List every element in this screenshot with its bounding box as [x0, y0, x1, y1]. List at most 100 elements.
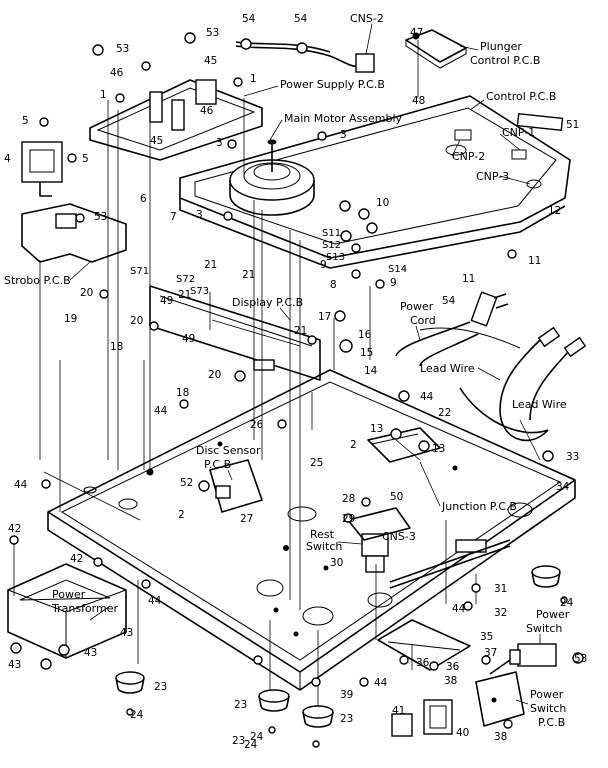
callout-44: 44: [154, 405, 168, 417]
power-supply-pcb: [89, 79, 263, 161]
callout-12: 12: [548, 205, 561, 217]
callout-18: 18: [110, 341, 123, 353]
disc-sensor-pcb: [209, 459, 263, 513]
callout-15: 15: [360, 347, 373, 359]
callout-36: 36: [446, 661, 460, 673]
label-power-switch-pcb-line3: P.C.B: [538, 716, 565, 729]
label-display-pcb: Display P.C.B: [232, 296, 303, 309]
callout-5: 5: [22, 115, 29, 127]
callout-44: 44: [148, 595, 162, 607]
callout-27: 27: [240, 513, 253, 525]
label-junction-pcb: Junction P.C.B: [441, 500, 517, 513]
main-motor-assembly: [229, 139, 315, 216]
callout-24: 24: [250, 731, 264, 743]
label-power-transformer-line2: Transformer: [51, 602, 118, 615]
callout-11: 11: [462, 273, 475, 285]
callout-2: 2: [178, 509, 185, 521]
callout-10: 10: [376, 197, 389, 209]
callout-24: 24: [560, 597, 574, 609]
callout-20: 20: [130, 315, 143, 327]
callout-54: 54: [294, 13, 308, 25]
callout-33: 33: [566, 451, 579, 463]
cns3-connector: [389, 539, 511, 589]
callout-44: 44: [452, 603, 466, 615]
junction-pcb: [367, 427, 441, 463]
callout-34: 34: [556, 481, 570, 493]
main-chassis: [47, 369, 576, 691]
label-s72: S72: [176, 274, 195, 285]
callout-1: 1: [100, 89, 107, 101]
label-s13: S13: [326, 252, 345, 263]
label-s71: S71: [130, 266, 149, 277]
callout-42: 42: [8, 523, 21, 535]
callout-53: 53: [94, 211, 107, 223]
label-power-supply-pcb: Power Supply P.C.B: [280, 78, 385, 91]
callout-44: 44: [374, 677, 388, 689]
callout-26: 26: [250, 419, 264, 431]
label-plunger-pcb-line1: Plunger: [480, 40, 522, 53]
callout-23: 23: [340, 713, 353, 725]
label-cnp1: CNP-1: [502, 126, 535, 139]
rest-switch: [347, 507, 411, 573]
label-cns3: CNS-3: [382, 530, 416, 543]
callout-9: 9: [320, 259, 327, 271]
callout-48: 48: [412, 95, 425, 107]
callout-13: 13: [370, 423, 383, 435]
label-plunger-pcb-line2: Control P.C.B: [470, 54, 540, 67]
callout-25: 25: [310, 457, 323, 469]
callout-9: 9: [390, 277, 397, 289]
callout-8: 8: [330, 279, 337, 291]
callout-53: 53: [116, 43, 129, 55]
callout-38: 38: [444, 675, 457, 687]
callout-17: 17: [318, 311, 331, 323]
part-labels: CNS-2 Plunger Control P.C.B Power Supply…: [4, 12, 570, 729]
power-cord: [395, 291, 521, 367]
label-control-pcb: Control P.C.B: [486, 90, 556, 103]
label-lead-wire-2: Lead Wire: [512, 398, 567, 411]
callout-3: 3: [196, 209, 203, 221]
callout-41: 41: [392, 705, 405, 717]
label-leaders: [69, 23, 541, 705]
callout-45: 45: [150, 135, 163, 147]
callout-43: 43: [120, 627, 133, 639]
callout-47: 47: [410, 27, 423, 39]
callout-21: 21: [204, 259, 217, 271]
label-s12: S12: [322, 240, 341, 251]
assembly-leaders: [13, 40, 541, 706]
callout-31: 31: [494, 583, 507, 595]
callout-24: 24: [244, 739, 258, 751]
label-power-cord-line2: Cord: [410, 314, 436, 327]
callout-53: 53: [206, 27, 219, 39]
callout-43: 43: [84, 647, 97, 659]
callout-38: 38: [494, 731, 507, 743]
callout-3: 3: [340, 129, 347, 141]
part-4-bracket: [21, 141, 63, 197]
callout-36: 36: [416, 657, 430, 669]
top-panel: [179, 95, 571, 269]
strobo-pcb: [21, 203, 127, 263]
feet: [115, 565, 561, 728]
label-disc-sensor-line1: Disc Sensor: [196, 444, 261, 457]
callout-13: 13: [432, 443, 445, 455]
part-40-switch-cover: [423, 699, 453, 735]
label-lead-wire-1: Lead Wire: [420, 362, 475, 375]
callout-21: 21: [242, 269, 255, 281]
label-power-transformer-line1: Power: [52, 588, 86, 601]
callout-1: 1: [250, 73, 257, 85]
power-switch: [489, 643, 557, 675]
callout-37: 37: [484, 647, 497, 659]
part-35-plate: [377, 619, 471, 671]
callout-20: 20: [208, 369, 221, 381]
callout-18: 18: [176, 387, 189, 399]
screws: [9, 32, 584, 748]
callout-28: 28: [342, 493, 355, 505]
callout-40: 40: [456, 727, 469, 739]
callout-29: 29: [342, 513, 355, 525]
label-cns2: CNS-2: [350, 12, 384, 25]
label-power-switch-line1: Power: [536, 608, 570, 621]
callout-44: 44: [14, 479, 28, 491]
callout-46: 46: [110, 67, 124, 79]
callout-54: 54: [242, 13, 256, 25]
part-41-knob: [391, 713, 413, 737]
